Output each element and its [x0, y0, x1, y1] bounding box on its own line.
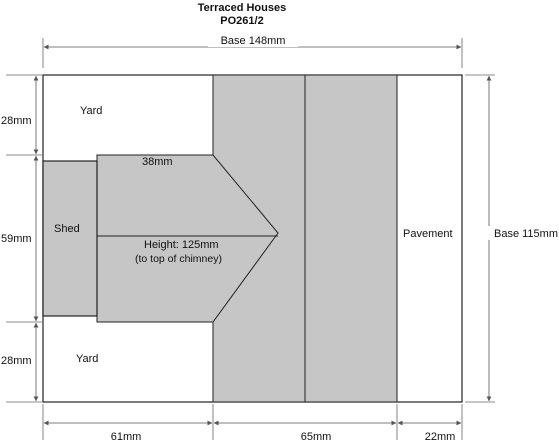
bottom-dimensions: 61mm 65mm 22mm — [42, 404, 463, 443]
base-depth-label: Base 115mm — [494, 228, 558, 240]
base-width-label: Base 148mm — [221, 35, 286, 47]
yard-top-label: Yard — [80, 105, 102, 117]
base-depth-dimension: Base 115mm — [465, 74, 558, 403]
bottom-dim-left: 61mm — [111, 431, 142, 443]
left-dim-top: 28mm — [1, 115, 32, 127]
shed-label: Shed — [54, 223, 80, 235]
yard-bottom-label: Yard — [76, 353, 98, 365]
bottom-dim-middle: 65mm — [301, 431, 332, 443]
pavement-label: Pavement — [403, 228, 453, 240]
product-code: PO261/2 — [220, 15, 263, 27]
base-width-dimension: Base 148mm — [42, 33, 463, 68]
extension-height-label: Height: 125mm — [144, 239, 219, 251]
left-dim-bottom: 28mm — [1, 355, 32, 367]
left-dimensions: 28mm 59mm 28mm — [0, 74, 42, 403]
diagram-title: Terraced Houses — [198, 2, 286, 14]
extension-height-note: (to top of chimney) — [135, 253, 222, 265]
left-dim-middle: 59mm — [1, 233, 32, 245]
extension-width-label: 38mm — [142, 156, 173, 168]
shed-block — [42, 160, 98, 317]
bottom-dim-right: 22mm — [425, 431, 456, 443]
